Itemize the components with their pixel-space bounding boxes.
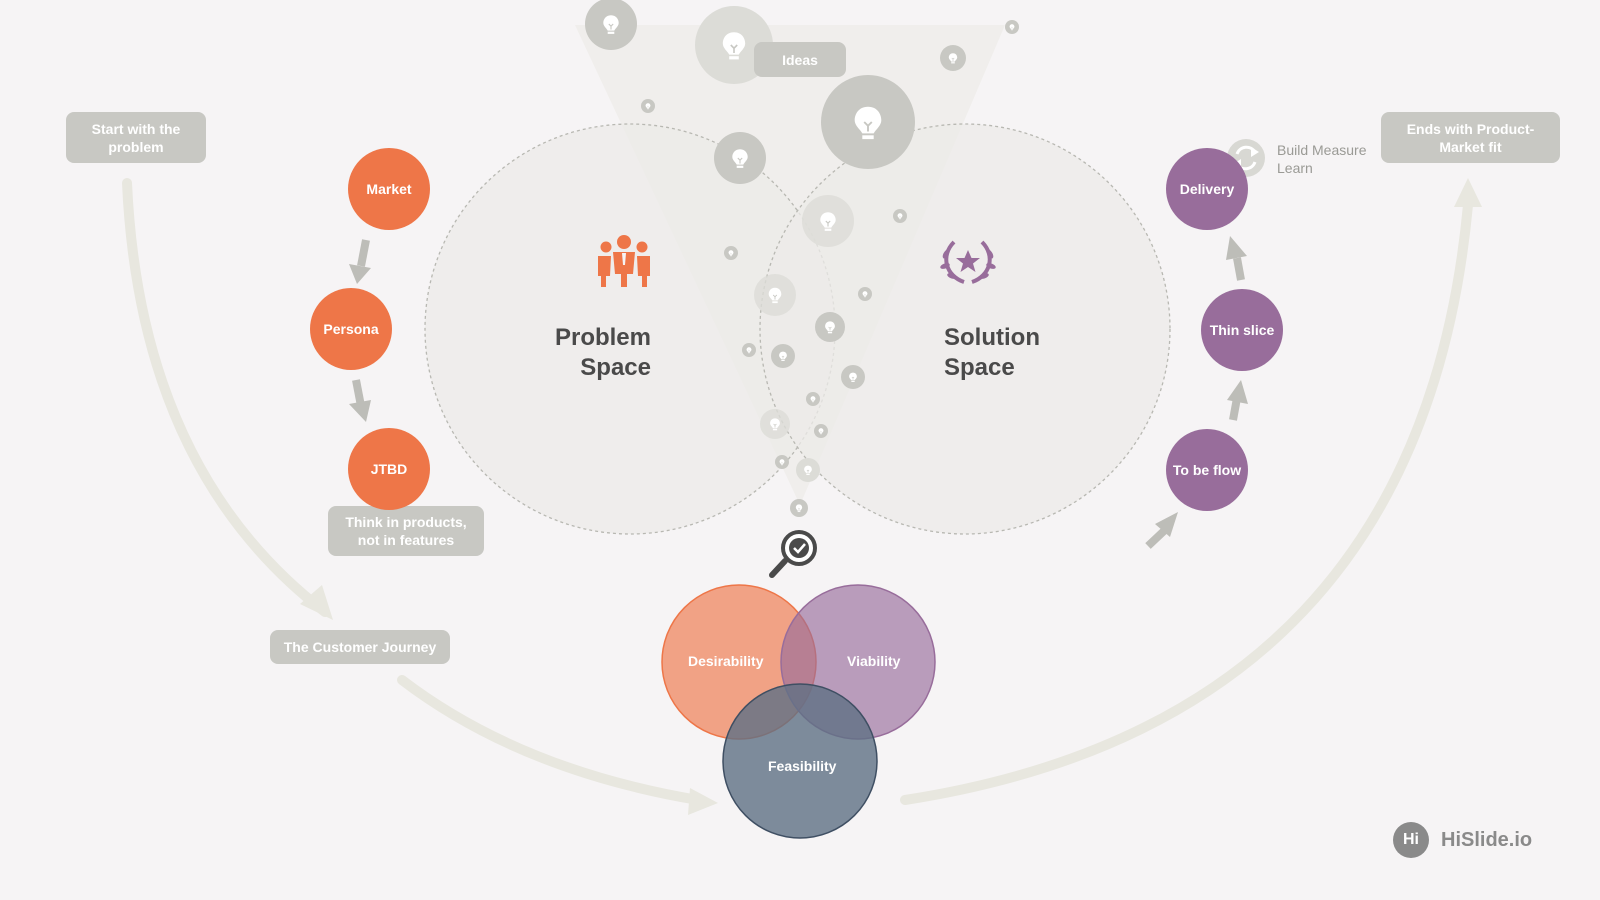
feasibility-circle — [722, 683, 878, 839]
journey-arrow-right — [900, 200, 1473, 805]
step-arrow-into-to-be-flow — [1145, 512, 1178, 549]
journey-arrow-bottom — [397, 675, 703, 805]
lightbulb-icon — [724, 246, 738, 260]
problem-space-line2: Space — [580, 354, 651, 381]
ideas-label: Ideas — [754, 42, 846, 77]
build-measure-learn-label: Build Measure Learn — [1277, 142, 1367, 176]
step-arrow-to-be-flow-thin-slice — [1227, 380, 1248, 421]
lightbulb-icon — [802, 195, 854, 247]
lightbulb-icon — [641, 99, 655, 113]
lightbulb-icon — [1005, 20, 1019, 34]
to-be-flow-node: To be flow — [1166, 429, 1248, 511]
problem-space-line1: Problem — [554, 324, 651, 351]
lightbulb-icon — [771, 344, 795, 368]
solution-space-title: Solution Space — [944, 323, 1064, 383]
laurel-star-icon — [940, 240, 996, 284]
persona-node: Persona — [310, 288, 392, 370]
brand-logo-badge: Hi — [1393, 822, 1429, 858]
lightbulb-icon — [585, 0, 637, 50]
lightbulb-icon — [742, 343, 756, 357]
desirability-label: Desirability — [688, 653, 764, 669]
brand-name: HiSlide.io — [1441, 829, 1533, 851]
lightbulb-icon — [940, 45, 966, 71]
lightbulb-icon — [775, 455, 789, 469]
brand-badge-text: Hi — [1403, 831, 1419, 848]
solution-space-line1: Solution — [944, 324, 1040, 351]
lightbulb-icon — [754, 274, 796, 316]
magnifier-check-icon — [769, 530, 817, 578]
lightbulb-icon — [796, 458, 820, 482]
lightbulb-icon — [858, 287, 872, 301]
jtbd-node: JTBD — [348, 428, 430, 510]
journey-arrow-left — [122, 178, 330, 617]
journey-arrow-bottom-head — [688, 788, 718, 815]
problem-space-title: Problem Space — [540, 323, 651, 383]
step-arrow-thin-slice-delivery — [1226, 236, 1247, 281]
viability-label: Viability — [847, 653, 901, 669]
customer-journey-label: The Customer Journey — [270, 630, 450, 664]
lightbulb-icon — [815, 312, 845, 342]
market-node: Market — [348, 148, 430, 230]
step-arrow-persona-jtbd — [349, 379, 371, 422]
lightbulb-icon — [806, 392, 820, 406]
lightbulb-icon — [821, 75, 915, 169]
lightbulb-icon — [814, 424, 828, 438]
think-products-label: Think in products, not in features — [328, 506, 484, 556]
feasibility-label: Feasibility — [768, 758, 837, 774]
lightbulb-icon — [790, 499, 808, 517]
journey-arrow-right-head — [1454, 178, 1482, 207]
delivery-node: Delivery — [1166, 148, 1248, 230]
start-problem-label: Start with the problem — [66, 112, 206, 163]
journey-arrow-left-head — [300, 585, 333, 620]
step-arrow-market-persona — [349, 239, 371, 284]
team-icon — [598, 235, 650, 287]
lightbulb-icon — [695, 6, 773, 84]
thin-slice-node: Thin slice — [1201, 289, 1283, 371]
ends-fit-label: Ends with Product-Market fit — [1381, 112, 1560, 163]
solution-space-line2: Space — [944, 354, 1015, 381]
solution-space-circle — [759, 123, 1171, 535]
lightbulb-icon — [893, 209, 907, 223]
lightbulb-icon — [760, 409, 790, 439]
lightbulb-icon — [841, 365, 865, 389]
lightbulb-icon — [714, 132, 766, 184]
